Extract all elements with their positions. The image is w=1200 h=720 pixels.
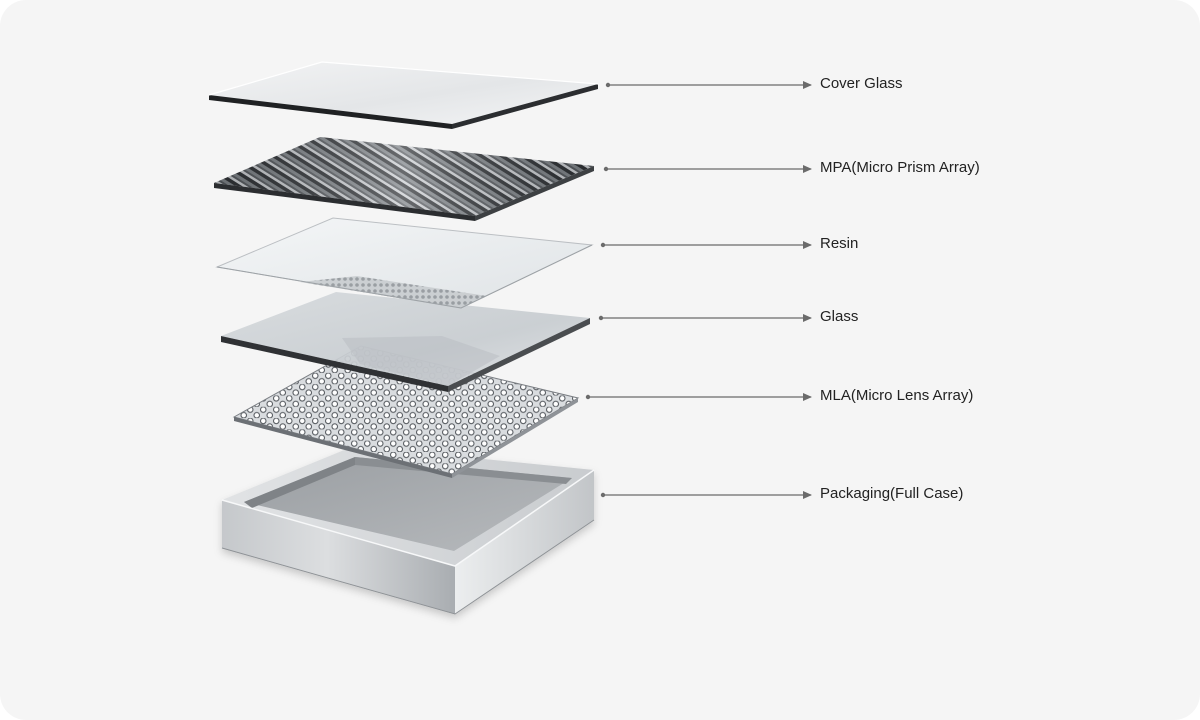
label-resin: Resin — [820, 235, 858, 253]
label-mpa: MPA(Micro Prism Array) — [820, 159, 980, 177]
leader-lines — [586, 83, 811, 497]
label-glass: Glass — [820, 308, 858, 326]
leader-resin — [601, 243, 811, 247]
resin-layer — [217, 218, 592, 308]
leader-cover-glass — [606, 83, 811, 87]
mpa-layer — [214, 137, 594, 221]
label-mla: MLA(Micro Lens Array) — [820, 387, 973, 405]
cover-glass-layer — [209, 62, 598, 129]
leader-glass — [599, 316, 811, 320]
leader-mpa — [604, 167, 811, 171]
leader-mla — [586, 395, 811, 399]
label-packaging: Packaging(Full Case) — [820, 485, 963, 503]
label-cover-glass: Cover Glass — [820, 75, 903, 93]
glass-layer — [221, 292, 590, 392]
packaging-case — [222, 446, 594, 614]
leader-packaging — [601, 493, 811, 497]
